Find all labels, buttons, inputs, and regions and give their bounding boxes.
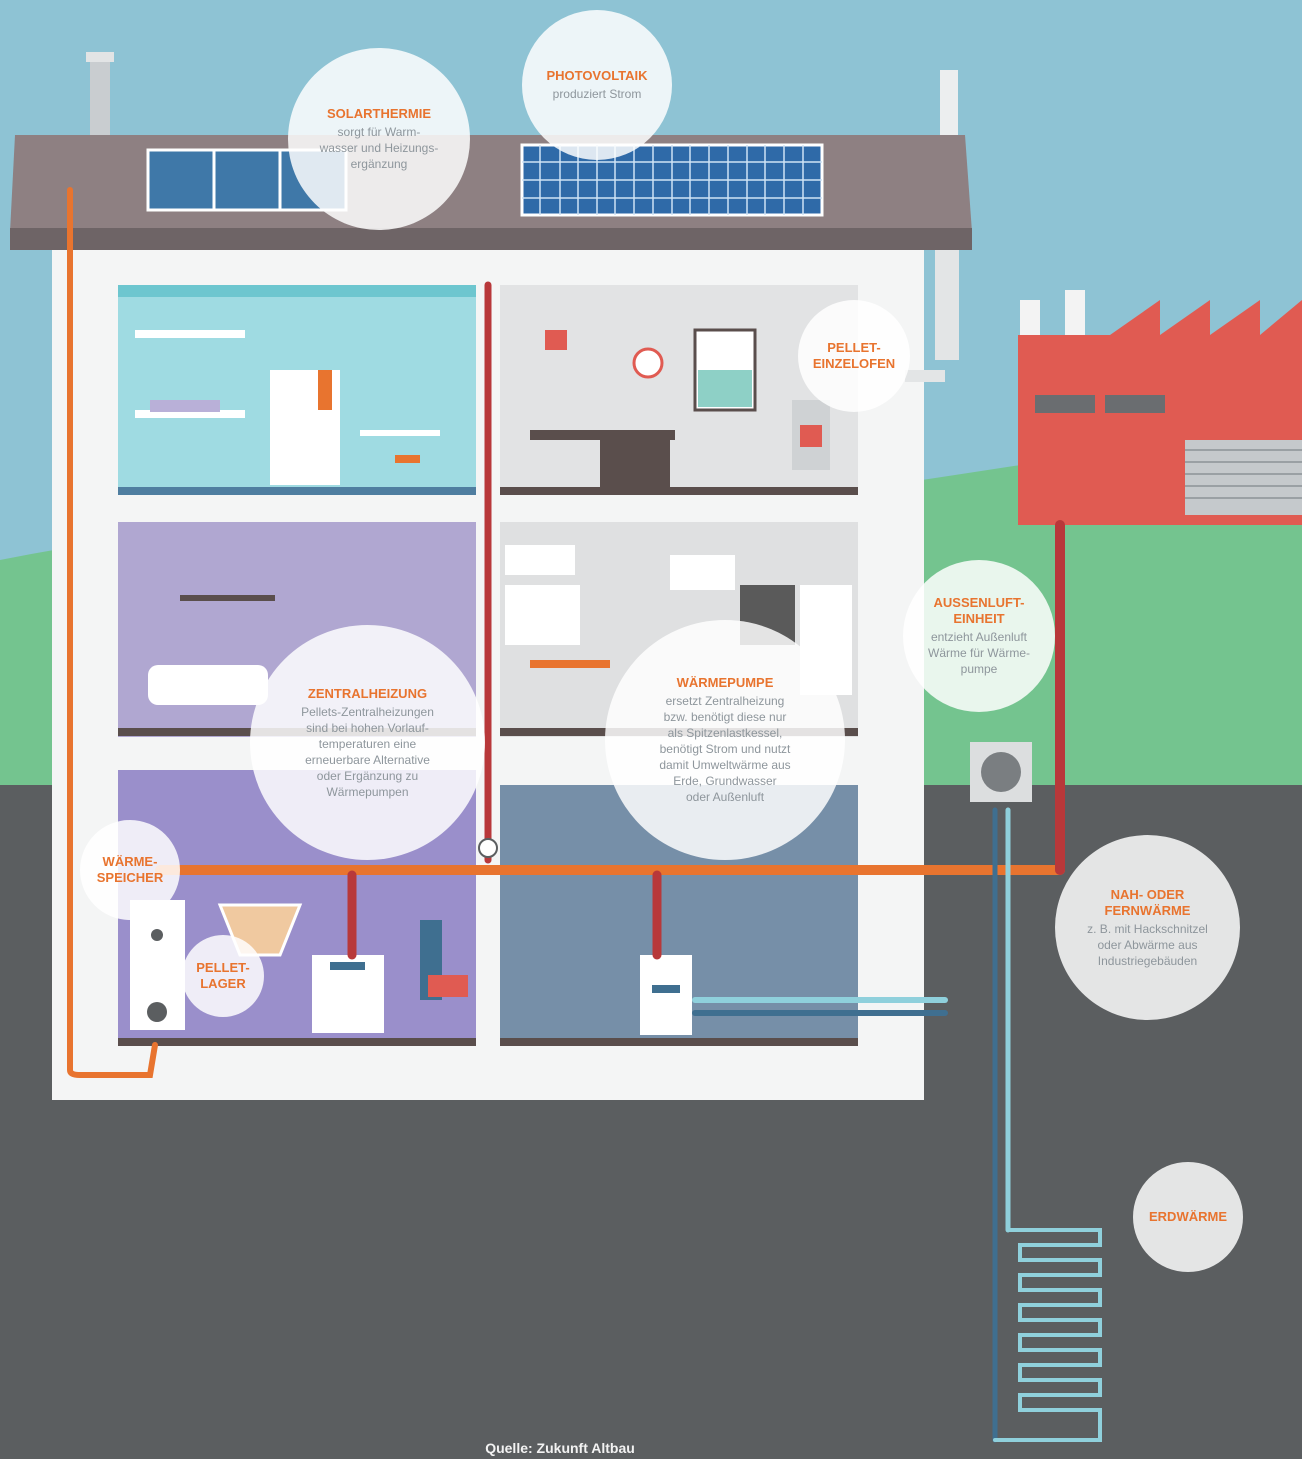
fernwaerme-title: NAH- ODER FERNWÄRME [1104,886,1191,918]
zentralheizung-label: ZENTRALHEIZUNG Pellets-Zentralheizungen … [250,625,485,860]
pellet-lager-title: PELLET- LAGER [196,960,250,991]
room-office [500,285,858,495]
waermepumpe-label: WÄRMEPUMPE ersetzt Zentralheizung bzw. b… [605,620,845,860]
heating-pipes [67,187,1102,1443]
waermespeicher-label: WÄRME- SPEICHER [80,820,180,920]
waermepumpe-desc: ersetzt Zentralheizung bzw. benötigt die… [659,694,791,804]
pellet-lager-label: PELLET- LAGER [182,935,264,1017]
pellet-ofen-label: PELLET- EINZELOFEN [798,300,910,412]
photovoltaik-desc: produziert Strom [552,87,642,101]
erdwaerme-title: ERDWÄRME [1149,1209,1227,1224]
aussenluft-desc: entzieht Außenluft Wärme für Wärme- pump… [928,630,1030,676]
waermespeicher-title: WÄRME- SPEICHER [96,854,164,885]
photovoltaik-title: PHOTOVOLTAIK [546,68,648,83]
photovoltaik-label: PHOTOVOLTAIK produziert Strom [522,10,672,160]
erdwaerme-label: ERDWÄRME [1133,1162,1243,1272]
solarthermie-desc: sorgt für Warm- wasser und Heizungs- erg… [319,125,439,171]
zentralheizung-title: ZENTRALHEIZUNG [307,685,428,701]
factory-building [1018,290,1302,525]
photovoltaic-panels [520,143,824,217]
solarthermie-title: SOLARTHERMIE [327,106,431,121]
zentralheizung-desc: Pellets-Zentralheizungen sind bei hohen … [301,704,434,799]
aussenluft-title: AUSSENLUFT- EINHEIT [933,595,1025,626]
fernwaerme-label: NAH- ODER FERNWÄRME z. B. mit Hackschnit… [1055,835,1240,1020]
room-kitchen [500,522,858,737]
fernwaerme-desc: z. B. mit Hackschnitzel oder Abwärme aus… [1087,921,1208,968]
solarthermie-label: SOLARTHERMIE sorgt für Warm- wasser und … [288,48,470,230]
room-children [118,285,476,495]
waermepumpe-title: WÄRMEPUMPE [676,675,774,690]
aussenluft-label: AUSSENLUFT- EINHEIT entzieht Außenluft W… [903,560,1055,712]
source-credit: Quelle: Zukunft Altbau [485,1440,635,1456]
pellet-ofen-title: PELLET- EINZELOFEN [812,340,896,371]
chimney-flue [935,250,959,360]
